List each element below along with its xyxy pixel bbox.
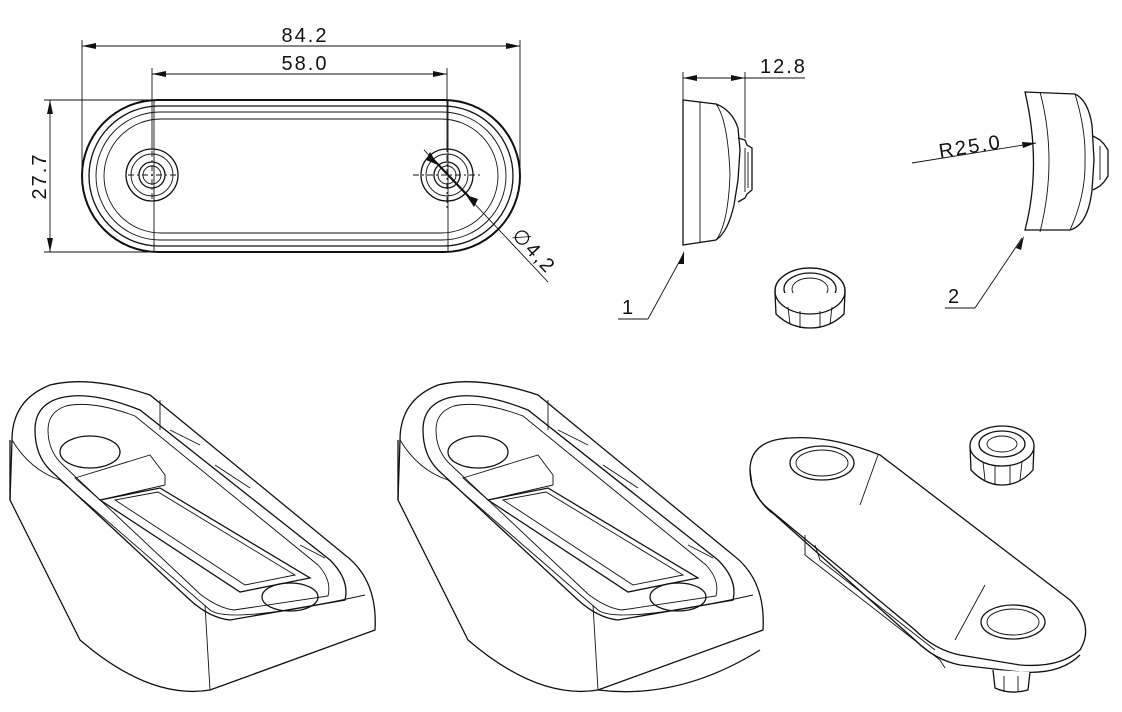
dimension-width: 27.7 — [29, 99, 160, 253]
callout-1: 1 — [618, 251, 685, 320]
overall-length-label: 84.2 — [282, 25, 329, 47]
end-cap-plug — [774, 267, 846, 329]
isometric-view-2 — [397, 381, 764, 693]
dimension-height: 12.8 — [682, 56, 807, 138]
height-label: 12.8 — [760, 56, 807, 78]
callout-1-label: 1 — [622, 297, 635, 319]
dimension-hole-spacing: 58.0 — [151, 53, 448, 150]
isometric-view-1 — [9, 381, 376, 693]
left-mounting-hole — [125, 148, 179, 202]
svg-text:∅4,2: ∅4,2 — [507, 224, 559, 278]
end-cap-plug-2 — [969, 425, 1035, 486]
radius-label: R25.0 — [937, 131, 1003, 163]
callout-2-label: 2 — [948, 286, 961, 308]
hole-spacing-label: 58.0 — [282, 53, 329, 75]
isometric-view-3-base-plate — [749, 436, 1087, 693]
side-view-variant-2: R25.0 2 — [911, 91, 1109, 309]
top-view: 84.2 58.0 27.7 ∅4,2 — [29, 25, 560, 283]
callout-2: 2 — [945, 236, 1024, 309]
width-label: 27.7 — [29, 153, 51, 200]
side-view-variant-1: 12.8 1 — [618, 56, 807, 320]
dimension-overall-length: 84.2 — [81, 25, 521, 176]
dimension-radius: R25.0 — [911, 131, 1037, 164]
